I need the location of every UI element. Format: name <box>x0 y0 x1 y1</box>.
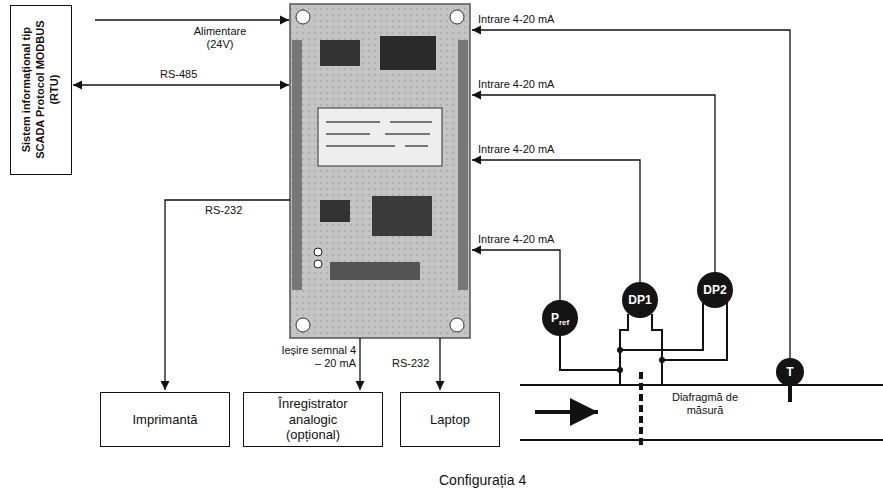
laptop-box: Laptop <box>400 392 500 447</box>
analog-output-link <box>359 338 360 390</box>
orifice-plate <box>639 372 643 446</box>
node-text: Laptop <box>430 412 470 428</box>
temperature-sensor: T <box>776 358 804 386</box>
chip <box>330 262 420 280</box>
wires <box>73 20 790 390</box>
node-text: Sistem informațional tip SCADA Protocol … <box>20 10 61 170</box>
input-label: Intrare 4-20 mA <box>478 143 554 156</box>
figure-caption: Configurația 4 <box>439 472 526 488</box>
terminal-block <box>292 40 468 290</box>
jumper <box>314 248 322 256</box>
input-label: Intrare 4-20 mA <box>478 233 554 246</box>
jumper <box>314 260 322 268</box>
recorder-box: Înregistrator analogic (opțional) <box>243 392 383 447</box>
mounting-hole <box>296 10 310 24</box>
input-label: Intrare 4-20 mA <box>478 78 554 91</box>
mounting-hole <box>450 10 464 24</box>
flow-arrow <box>535 410 598 414</box>
rs232-laptop-link <box>439 338 440 390</box>
power-label: Alimentare (24V) <box>180 25 260 51</box>
node-text: Înregistrator analogic (opțional) <box>263 396 363 443</box>
chip <box>380 36 436 70</box>
input-label: Intrare 4-20 mA <box>478 13 554 26</box>
pressure-sensor: Pref <box>542 300 578 336</box>
dp-sensor: DP1 <box>622 282 658 318</box>
node-text: T <box>786 365 793 379</box>
pipe <box>520 372 883 446</box>
power-arrow <box>95 19 289 20</box>
port-label: RS-232 <box>205 204 242 217</box>
rs232-printer-link <box>165 200 290 390</box>
input-wire <box>472 160 640 282</box>
rs485-link <box>73 84 289 85</box>
input-wire <box>472 95 715 272</box>
node-text: Imprimantă <box>132 412 197 428</box>
lcd-rows <box>326 122 432 146</box>
output-label: Ieșire semnal 4 – 20 mA <box>280 344 356 370</box>
bus-label: RS-485 <box>160 68 197 81</box>
chip <box>320 200 350 222</box>
port-label: RS-232 <box>392 357 429 370</box>
mounting-hole <box>296 318 310 332</box>
board-outline <box>290 4 470 338</box>
node-text: DP2 <box>703 283 726 297</box>
scada-box: Sistem informațional tip SCADA Protocol … <box>10 5 72 175</box>
input-wire <box>472 30 790 358</box>
thermowell <box>788 384 792 402</box>
orifice-label: Diafragmă de măsură <box>665 391 745 417</box>
lcd-display <box>318 108 442 166</box>
chip <box>372 196 432 236</box>
junction-dots <box>617 347 665 373</box>
mounting-hole <box>450 318 464 332</box>
dp-sensor: DP2 <box>697 272 733 308</box>
subscript-text: ref <box>559 318 569 327</box>
chip <box>320 40 360 66</box>
printer-box: Imprimantă <box>100 392 230 447</box>
input-wire <box>472 250 560 300</box>
node-text: P <box>551 311 559 325</box>
node-text: DP1 <box>628 293 651 307</box>
controller-board <box>290 4 470 338</box>
